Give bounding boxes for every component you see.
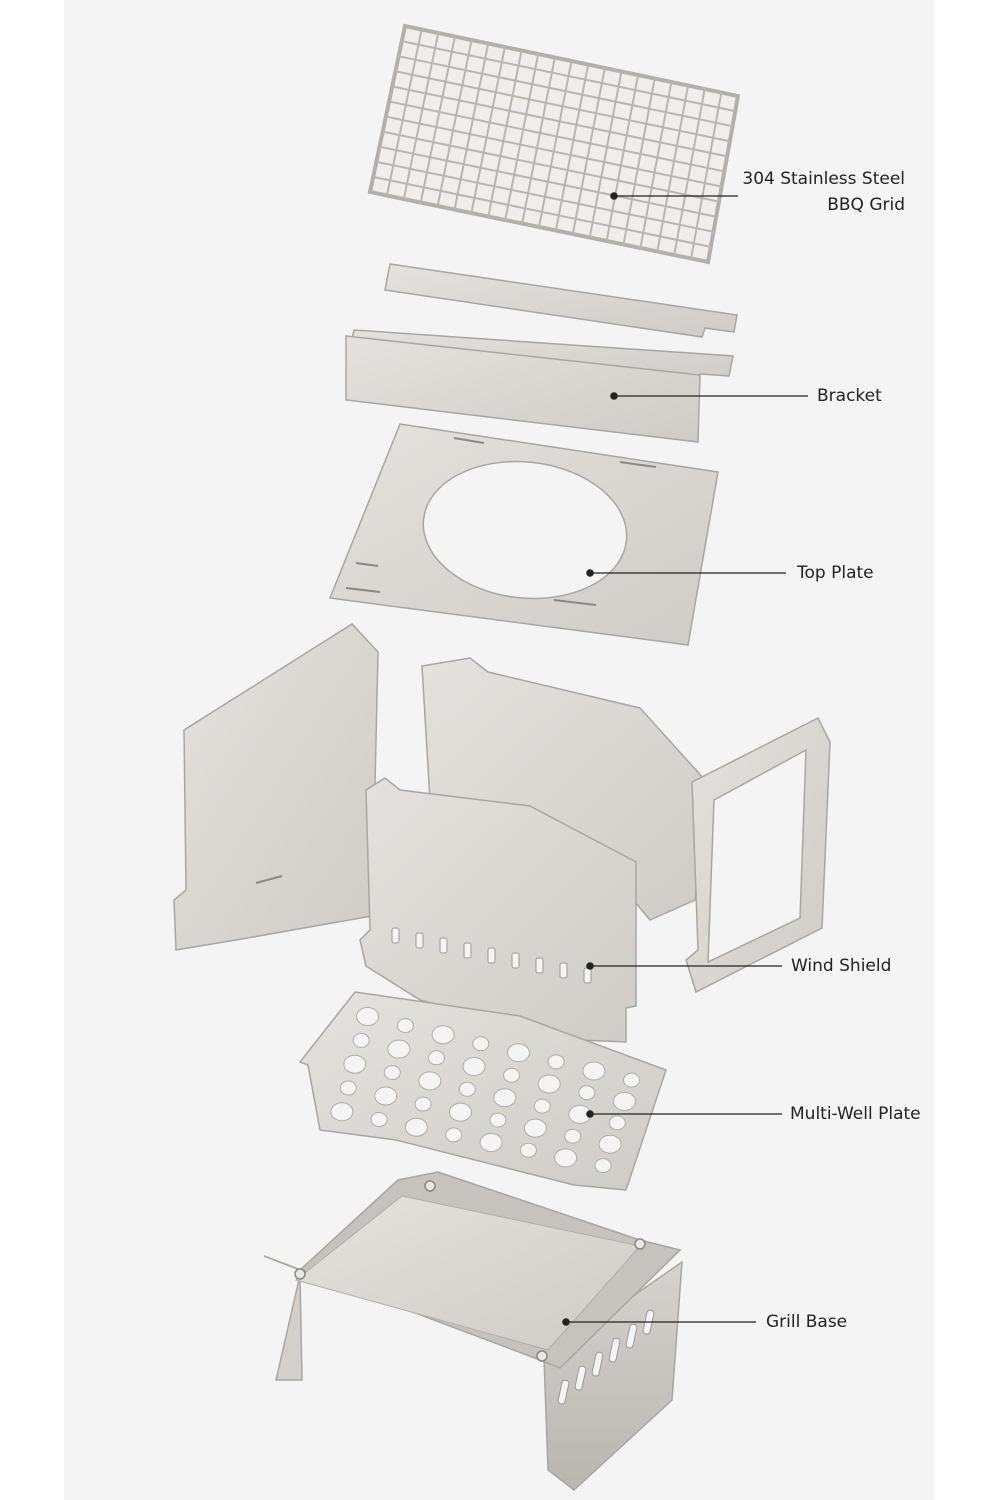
wind-shield-front-panel: [359, 777, 637, 1043]
label-bracket: Bracket: [817, 386, 882, 406]
label-bbq-grid-line2: BBQ Grid: [827, 195, 905, 215]
wind-shield-right-frame: [685, 716, 831, 994]
label-top-plate: Top Plate: [797, 563, 874, 583]
bbq-grid-part: [367, 23, 741, 265]
multi-well-plate-part: [298, 991, 667, 1191]
label-wind-shield: Wind Shield: [791, 956, 892, 976]
label-multi-well-plate: Multi-Well Plate: [790, 1104, 921, 1124]
top-plate-part: [328, 423, 719, 646]
callout-lines: [562, 192, 808, 1326]
wind-shield-left-panel: [173, 623, 379, 951]
grill-base-part: [263, 1171, 683, 1491]
bracket-part: [345, 263, 738, 443]
label-grill-base: Grill Base: [766, 1312, 848, 1332]
label-bbq-grid-line1: 304 Stainless Steel: [742, 169, 905, 189]
label-bbq-grid: 304 Stainless Steel BBQ Grid: [700, 166, 905, 218]
